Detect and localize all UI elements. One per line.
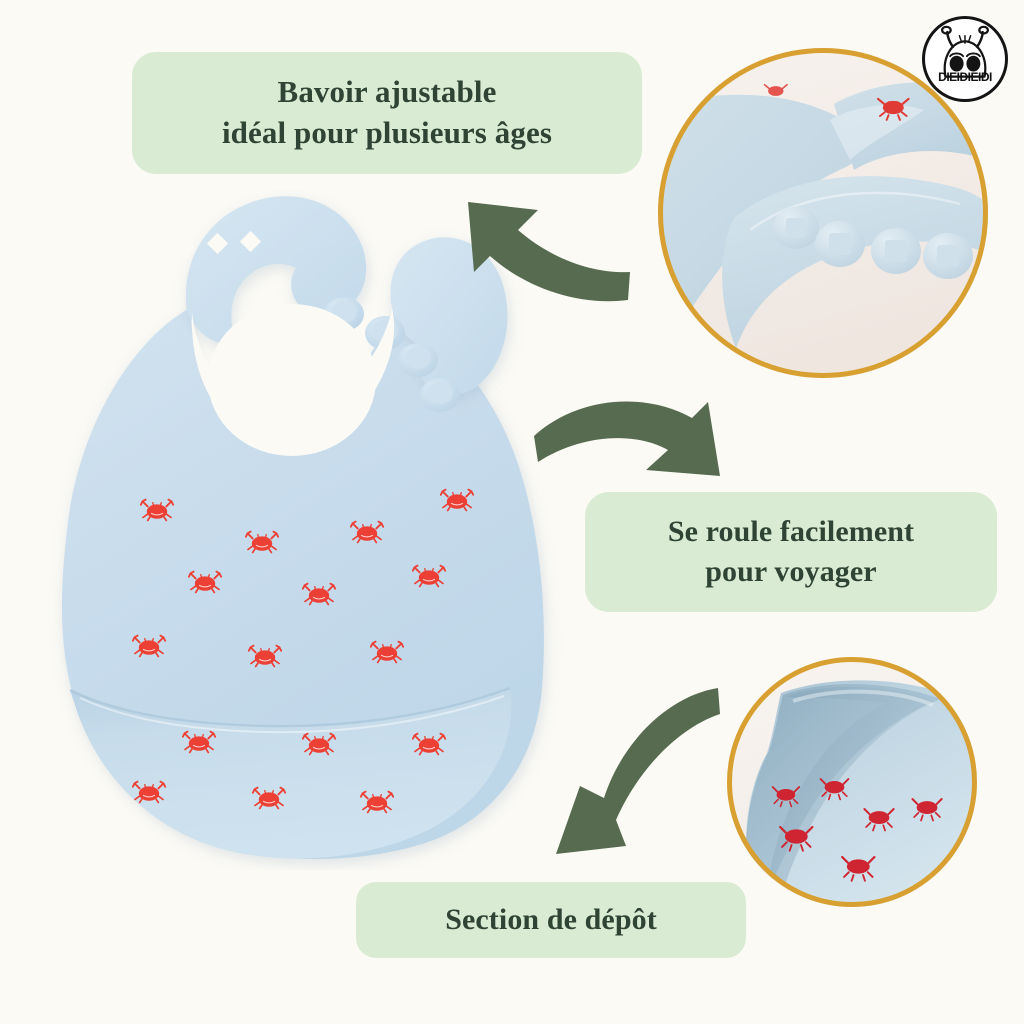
bib-left-strap (185, 196, 367, 344)
inset-rolled-closeup (727, 657, 977, 907)
crab-pattern-rolled (771, 778, 943, 882)
bib-pocket (69, 686, 512, 859)
callout-adjustable-line1: Bavoir ajustable (277, 74, 497, 110)
bug-face-icon (940, 25, 990, 78)
inset-strap-closeup (658, 48, 988, 378)
callout-pocket-line1: Section de dépôt (445, 903, 657, 937)
brand-wordmark: DIEIDIEIDI (938, 70, 992, 84)
snap-button-group (773, 207, 973, 279)
callout-rolls-line2: pour voyager (705, 555, 877, 588)
callout-adjustable-line2: idéal pour plusieurs âges (221, 115, 553, 150)
callout-rolls-line1: Se roule facilement (667, 515, 915, 549)
brand-logo: DIEIDIEIDI (922, 16, 1008, 102)
callout-rolls: Se roule facilement pour voyager (585, 492, 997, 612)
main-product-image (40, 190, 580, 870)
callout-pocket: Section de dépôt (356, 882, 746, 958)
callout-adjustable: Bavoir ajustable idéal pour plusieurs âg… (132, 52, 642, 174)
